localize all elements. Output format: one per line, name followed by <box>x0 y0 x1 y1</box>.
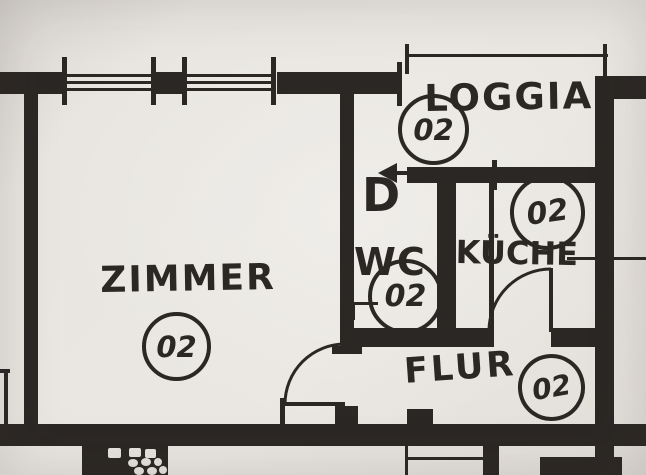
unit-number-flur: 02 <box>529 367 574 408</box>
unit-number-zimmer: 02 <box>156 329 197 364</box>
zimmer-door <box>283 342 346 406</box>
loggia-open-edge <box>405 44 608 77</box>
unit-number-badge-loggia: 02 <box>398 94 469 165</box>
kueche-leader-line <box>567 257 646 260</box>
exterior-top-wall <box>0 72 401 94</box>
stair-hatch-block <box>82 446 168 475</box>
loggia-threshold-arrow <box>378 163 452 183</box>
window-symbol <box>62 57 402 106</box>
exterior-bottom-wall <box>0 424 646 475</box>
room-label-flur: FLUR <box>402 344 518 392</box>
kueche-door <box>487 267 553 332</box>
exterior-right-wall <box>595 76 646 475</box>
unit-number-badge-zimmer: 02 <box>142 312 211 381</box>
unit-number-wc: 02 <box>384 279 427 314</box>
unit-number-badge-wc: 02 <box>368 259 443 334</box>
unit-number-loggia: 02 <box>413 112 454 147</box>
unit-number-kueche: 02 <box>524 192 571 233</box>
entrance-detail <box>405 446 485 475</box>
room-label-d: D <box>362 168 401 222</box>
wc-fixture-mark <box>352 302 378 320</box>
left-niche-mark <box>0 369 10 427</box>
room-label-zimmer: ZIMMER <box>99 256 277 301</box>
